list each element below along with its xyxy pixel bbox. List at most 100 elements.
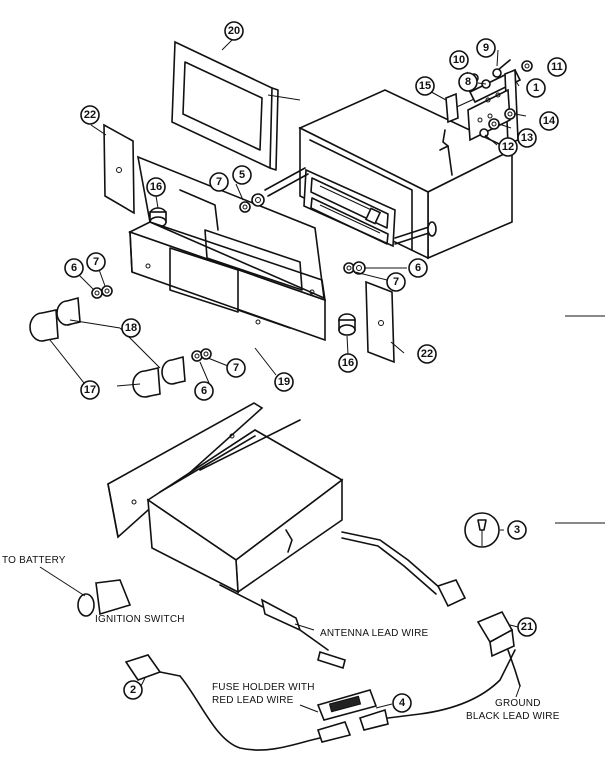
callout-3: 3 — [507, 520, 527, 540]
svg-text:2: 2 — [130, 684, 136, 696]
callout-20: 20 — [224, 21, 244, 41]
label-to-battery: TO BATTERY — [2, 555, 66, 566]
callout-4: 4 — [392, 693, 412, 713]
callout-7-lower: 7 — [226, 358, 246, 378]
battery-lead-wire — [179, 675, 321, 751]
callout-5-upper: 5 — [232, 165, 252, 185]
callout-13: 13 — [517, 128, 537, 148]
callout-14: 14 — [539, 111, 559, 131]
nut-part-5-a — [251, 193, 265, 207]
ground-connector-part-21 — [476, 610, 521, 687]
knob-part-17-left — [29, 309, 59, 342]
label-black-lead-wire: BLACK LEAD WIRE — [466, 711, 560, 722]
svg-text:6: 6 — [415, 262, 421, 274]
radio-assembly-installed — [107, 402, 467, 670]
label-fuse-holder-line1: FUSE HOLDER WITH — [212, 682, 315, 693]
fuse-holder-part-4 — [316, 649, 516, 743]
mounting-bracket-part-1 — [467, 68, 522, 146]
callout-9: 9 — [476, 38, 496, 58]
svg-text:20: 20 — [228, 25, 240, 37]
side-plate-part-22-left — [103, 123, 135, 215]
svg-text:11: 11 — [551, 61, 563, 73]
nut-part-7-c — [352, 261, 366, 275]
connector-part-2 — [124, 654, 181, 681]
svg-text:5: 5 — [239, 169, 245, 181]
leader-fuse-holder — [299, 704, 319, 713]
washer-part-7-a — [239, 201, 251, 213]
callout-6-left: 6 — [64, 258, 84, 278]
callout-6-right: 6 — [408, 258, 428, 278]
svg-text:6: 6 — [71, 262, 77, 274]
label-fuse-holder-line2: RED LEAD WIRE — [212, 695, 294, 706]
callout-7-right: 7 — [386, 272, 406, 292]
svg-text:18: 18 — [125, 322, 137, 334]
leader-to-battery — [39, 566, 86, 597]
svg-text:19: 19 — [278, 376, 290, 388]
svg-text:7: 7 — [393, 276, 399, 288]
svg-text:7: 7 — [233, 362, 239, 374]
callout-16-lower: 16 — [338, 353, 358, 373]
svg-text:15: 15 — [419, 80, 431, 92]
knob-part-16-lower — [338, 313, 356, 336]
callout-19: 19 — [274, 372, 294, 392]
svg-text:4: 4 — [399, 697, 406, 709]
knob-part-18-left — [56, 296, 81, 326]
svg-text:17: 17 — [84, 384, 96, 396]
leader-ground — [515, 685, 521, 698]
bezel-part-20 — [171, 40, 301, 171]
screw-part-12 — [479, 128, 489, 138]
callout-12: 12 — [498, 137, 518, 157]
callout-10: 10 — [449, 50, 469, 70]
washer-part-13 — [488, 118, 500, 130]
callout-6-lower: 6 — [194, 381, 214, 401]
svg-text:22: 22 — [421, 348, 433, 360]
callout-7-upper: 7 — [209, 172, 229, 192]
washer-part-6-b — [343, 262, 355, 274]
label-ignition-switch: IGNITION SWITCH — [95, 614, 185, 625]
svg-text:6: 6 — [201, 385, 207, 397]
detail-part-3 — [464, 512, 500, 548]
svg-text:8: 8 — [465, 76, 471, 88]
svg-text:9: 9 — [483, 42, 489, 54]
callout-7-left: 7 — [86, 252, 106, 272]
svg-text:3: 3 — [514, 524, 520, 536]
callout-11: 11 — [547, 57, 567, 77]
svg-text:10: 10 — [453, 54, 465, 66]
callout-17: 17 — [80, 380, 100, 400]
nut-part-11 — [521, 60, 533, 72]
svg-text:16: 16 — [342, 357, 354, 369]
svg-text:7: 7 — [216, 176, 222, 188]
side-plate-part-22-right — [365, 280, 395, 364]
label-ground: GROUND — [495, 698, 541, 709]
nut-part-14 — [504, 108, 516, 120]
svg-text:16: 16 — [150, 181, 162, 193]
svg-text:14: 14 — [543, 115, 556, 127]
callout-22-left: 22 — [80, 105, 100, 125]
callout-15: 15 — [415, 76, 435, 96]
svg-text:1: 1 — [533, 82, 539, 94]
knob-part-17-right — [132, 367, 161, 398]
callout-21: 21 — [517, 617, 537, 637]
svg-text:22: 22 — [84, 109, 96, 121]
svg-text:7: 7 — [93, 256, 99, 268]
callout-2: 2 — [123, 680, 143, 700]
leader-lines — [49, 39, 527, 709]
ignition-switch — [77, 579, 132, 617]
svg-text:13: 13 — [521, 132, 533, 144]
callout-16-upper: 16 — [146, 177, 166, 197]
knob-part-16-upper — [149, 207, 167, 228]
nut-part-7-d — [200, 348, 212, 360]
knob-part-18-right — [161, 355, 186, 385]
radio-chassis-upper — [264, 84, 514, 260]
label-antenna-lead-wire: ANTENNA LEAD WIRE — [320, 628, 429, 639]
callout-22-right: 22 — [417, 344, 437, 364]
svg-text:21: 21 — [521, 621, 533, 633]
screw-part-9 — [492, 59, 511, 78]
callout-8: 8 — [458, 72, 478, 92]
clip-part-15 — [442, 92, 459, 147]
svg-text:12: 12 — [502, 141, 514, 153]
nut-part-7-b — [101, 285, 113, 297]
callout-18: 18 — [121, 318, 141, 338]
